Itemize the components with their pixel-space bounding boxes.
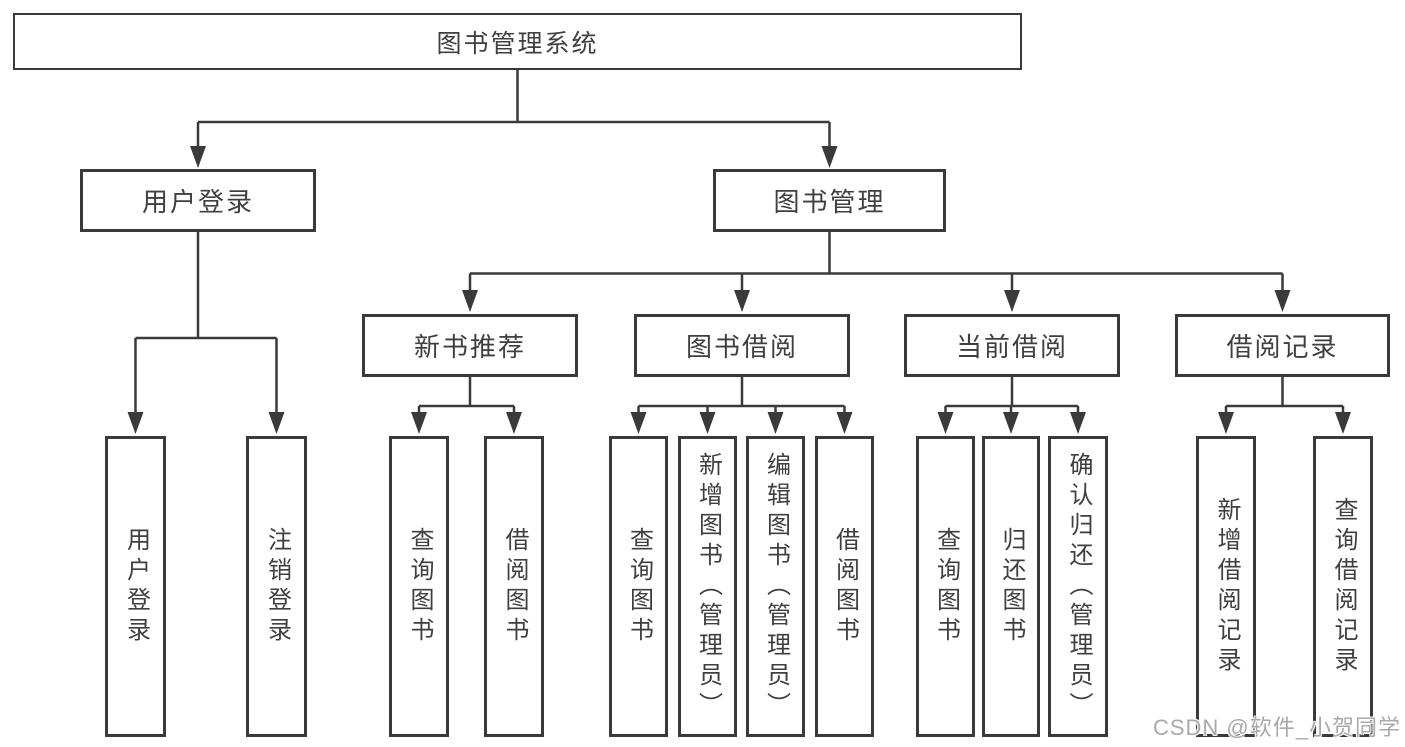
leaf-recommend-query-books: 查询图书 — [389, 436, 449, 737]
node-library-management-system-label: 图书管理系统 — [436, 29, 599, 58]
leaf-recommend-query-books-label: 查询图书 — [406, 526, 433, 647]
leaf-return-books: 归还图书 — [982, 436, 1040, 737]
csdn-watermark: CSDN @软件_小贺同学 — [1152, 715, 1401, 740]
leaf-user-login: 用户登录 — [105, 436, 166, 737]
node-book-borrowing: 图书借阅 — [634, 314, 850, 377]
leaf-recommend-borrow-books-label: 借阅图书 — [501, 526, 528, 647]
leaf-borrowing-query-books-label: 查询图书 — [625, 526, 653, 647]
leaf-current-query-books-label: 查询图书 — [932, 526, 960, 647]
leaf-current-query-books: 查询图书 — [916, 436, 975, 737]
leaf-user-login-label: 用户登录 — [122, 526, 150, 647]
leaf-logout-label: 注销登录 — [263, 526, 291, 647]
leaf-confirm-return-admin-label: 确认归还（管理员） — [1065, 451, 1092, 722]
node-book-borrowing-label: 图书借阅 — [685, 332, 798, 362]
leaf-borrowing-borrow-books: 借阅图书 — [815, 436, 874, 737]
node-user-login: 用户登录 — [80, 169, 316, 232]
node-new-book-recommend-label: 新书推荐 — [413, 332, 526, 362]
node-borrowing-records: 借阅记录 — [1175, 314, 1390, 377]
leaf-edit-books-admin-label: 编辑图书（管理员） — [762, 451, 790, 722]
leaf-logout: 注销登录 — [246, 436, 307, 737]
node-borrowing-records-label: 借阅记录 — [1226, 332, 1339, 362]
leaf-edit-books-admin: 编辑图书（管理员） — [746, 436, 805, 737]
leaf-confirm-return-admin: 确认归还（管理员） — [1048, 436, 1108, 737]
leaf-add-books-admin: 新增图书（管理员） — [678, 436, 737, 737]
leaf-borrowing-query-books: 查询图书 — [609, 436, 668, 737]
node-current-borrowing: 当前借阅 — [904, 314, 1120, 377]
leaf-borrowing-borrow-books-label: 借阅图书 — [831, 526, 859, 647]
leaf-query-borrow-record-label: 查询借阅记录 — [1330, 496, 1357, 677]
leaf-recommend-borrow-books: 借阅图书 — [484, 436, 544, 737]
node-book-management: 图书管理 — [713, 169, 946, 232]
node-book-management-label: 图书管理 — [773, 187, 886, 217]
leaf-return-books-label: 归还图书 — [998, 526, 1025, 647]
node-library-management-system: 图书管理系统 — [13, 13, 1022, 70]
arrowheads — [127, 146, 1351, 434]
leaf-query-borrow-record: 查询借阅记录 — [1313, 436, 1373, 737]
leaf-add-books-admin-label: 新增图书（管理员） — [694, 451, 722, 722]
leaf-add-borrow-record-label: 新增借阅记录 — [1213, 496, 1240, 677]
node-user-login-label: 用户登录 — [141, 187, 254, 217]
node-current-borrowing-label: 当前借阅 — [955, 332, 1068, 362]
leaf-add-borrow-record: 新增借阅记录 — [1196, 436, 1256, 737]
node-new-book-recommend: 新书推荐 — [362, 314, 578, 377]
